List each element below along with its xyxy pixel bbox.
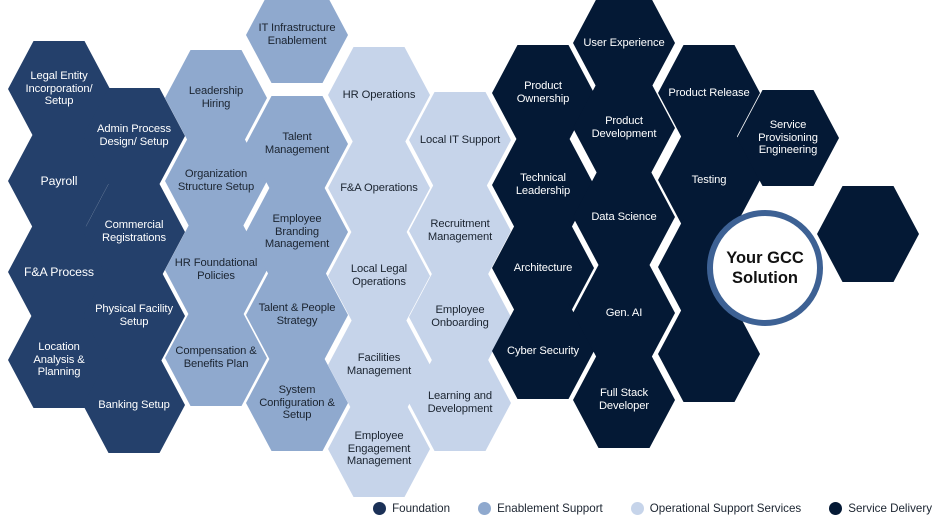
legend-label: Enablement Support [497,502,603,515]
hexagon-local-it-support[interactable]: Local IT Support [409,92,511,188]
hexagon-leadership-hiring[interactable]: Leadership Hiring [165,50,267,146]
hexagon-label: Architecture [513,261,573,274]
hexagon-local-legal-operations[interactable]: Local Legal Operations [328,228,430,324]
hexagon-label: Talent Management [264,131,330,156]
hexagon-data-science[interactable]: Data Science [573,169,675,265]
hexagon-label: Cyber Security [507,344,579,357]
hexagon-label: Facilities Management [346,352,412,377]
hexagon-gen-ai[interactable]: Gen. AI [573,265,675,361]
hexagon-label: Commercial Registrations [102,219,166,244]
hexagon-label: HR Foundational Policies [174,257,258,282]
hexagon-architecture[interactable]: Architecture [492,220,594,316]
hexagon-label: IT Infrastructure Enablement [258,22,336,47]
hexagon-label: Leadership Hiring [188,85,244,110]
your-gcc-solution-label: Your GCC Solution [726,248,804,287]
hexagon-banking-setup[interactable]: Banking Setup [83,357,185,453]
your-gcc-solution-badge: Your GCC Solution [707,210,823,326]
hexagon-talent-management[interactable]: Talent Management [246,96,348,192]
hexagon-label: Product Ownership [516,80,570,105]
hexagon-label: Payroll [40,173,78,188]
hexagon-label: Local Legal Operations [350,263,408,288]
legend-label: Foundation [392,502,451,515]
hexagon-label: Location Analysis & Planning [33,340,85,379]
hexagon-label: Learning and Development [427,390,493,415]
hexagon-label: Local IT Support [419,133,501,146]
legend-label: Operational Support Services [649,502,802,515]
hexagon-product-development[interactable]: Product Development [573,80,675,176]
hexagon-label: Product Development [591,115,657,140]
hexagon-product-release[interactable]: Product Release [658,45,760,141]
legend-item-enablement-support: Enablement Support [478,502,603,515]
hexagon-label: Employee Branding Management [264,212,330,251]
hexagon-empty[interactable] [817,186,919,282]
hexagon-label: Testing [691,173,727,186]
hexagon-label: Data Science [591,210,657,223]
hexagon-hr-operations[interactable]: HR Operations [328,47,430,143]
legend-item-operational-support-services: Operational Support Services [630,502,802,515]
hexagon-commercial-registrations[interactable]: Commercial Registrations [83,184,185,280]
hexagon-label: Product Release [668,86,750,99]
hexagon-label: Full Stack Developer [598,387,650,412]
hexagon-label: Employee Onboarding [431,304,489,329]
hexagon-employee-engagement-management[interactable]: Employee Engagement Management [328,401,430,497]
legend-swatch-icon [630,502,644,515]
hexagon-label: Service Provisioning Engineering [758,118,818,157]
hexagon-recruitment-management[interactable]: Recruitment Management [409,183,511,279]
hexagon-label: Compensation & Benefits Plan [175,345,257,370]
hexagon-legal-entity-incorporation-setup[interactable]: Legal Entity Incorporation/ Setup [8,41,110,137]
hexagon-learning-and-development[interactable]: Learning and Development [409,355,511,451]
hexagon-label: Gen. AI [605,306,643,319]
hexagon-label: Employee Engagement Management [346,429,412,468]
hexagon-service-provisioning-engineering[interactable]: Service Provisioning Engineering [737,90,839,186]
legend-label: Service Delivery [848,502,932,515]
hexagon-label: Recruitment Management [427,218,493,243]
hexagon-system-configuration-setup[interactable]: System Configuration & Setup [246,355,348,451]
hexagon-f-a-operations[interactable]: F&A Operations [328,140,430,236]
hexagon-label: Organization Structure Setup [177,168,255,193]
hexagon-it-infrastructure-enablement[interactable]: IT Infrastructure Enablement [246,0,348,83]
legend-item-service-delivery: Service Delivery [829,502,932,515]
hexagon-employee-branding-management[interactable]: Employee Branding Management [246,184,348,280]
hexagon-admin-process-design-setup[interactable]: Admin Process Design/ Setup [83,88,185,184]
hexagon-label: Technical Leadership [515,172,571,197]
hexagon-label: Physical Facility Setup [95,303,173,328]
hexagon-full-stack-developer[interactable]: Full Stack Developer [573,352,675,448]
hexagon-label: Banking Setup [98,398,170,411]
hexagon-label: F&A Process [24,264,94,279]
legend-swatch-icon [478,502,492,515]
legend-swatch-icon [829,502,843,515]
legend-item-foundation: Foundation [373,502,450,515]
hexagon-label: Admin Process Design/ Setup [97,123,171,148]
hexagon-talent-people-strategy[interactable]: Talent & People Strategy [246,267,348,363]
hexagon-label: F&A Operations [340,181,418,194]
hexagon-compensation-benefits-plan[interactable]: Compensation & Benefits Plan [165,310,267,406]
legend: Foundation Enablement Support Operational … [0,502,934,515]
hexagon-user-experience[interactable]: User Experience [573,0,675,91]
hexagon-label: Talent & People Strategy [258,302,336,327]
hexagon-physical-facility-setup[interactable]: Physical Facility Setup [83,268,185,364]
hexagon-label: Legal Entity Incorporation/ Setup [25,69,93,108]
hexagon-label: User Experience [583,36,665,49]
legend-swatch-icon [373,502,387,515]
hexagon-label: HR Operations [342,88,416,101]
hexagon-label: System Configuration & Setup [259,383,335,422]
